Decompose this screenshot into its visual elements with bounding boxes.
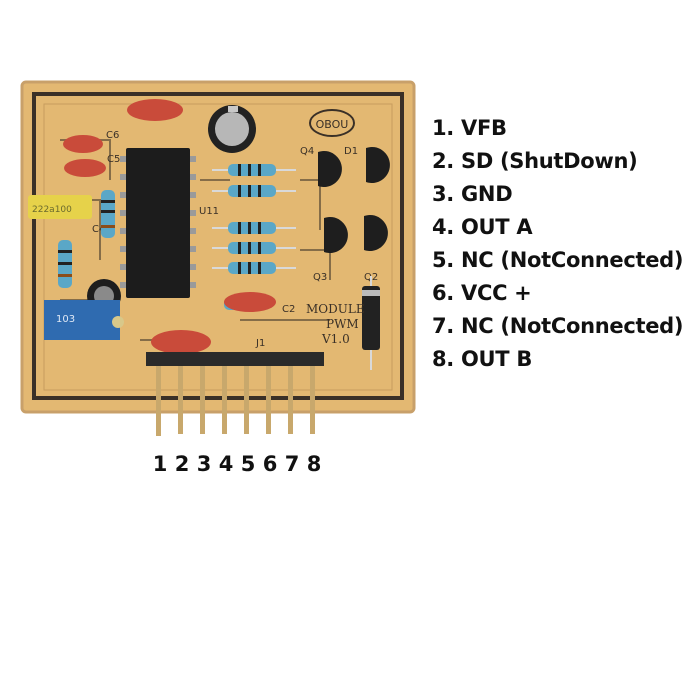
pin-number-7: 7 bbox=[284, 452, 300, 476]
potentiometer-screw bbox=[112, 316, 124, 328]
pin-label-6: 6. VCC + bbox=[432, 281, 532, 305]
label-module-line3: V1.0 bbox=[321, 332, 350, 346]
capacitor-c6 bbox=[63, 135, 103, 153]
capacitor-c5 bbox=[64, 159, 106, 177]
pin-header bbox=[146, 352, 324, 366]
pin-label-4: 4. OUT A bbox=[432, 215, 533, 239]
diode bbox=[362, 286, 380, 350]
potentiometer bbox=[44, 300, 120, 340]
label-u11: U11 bbox=[199, 206, 219, 217]
label-pot-value: 103 bbox=[56, 314, 75, 325]
pin-label-8: 8. OUT B bbox=[432, 347, 533, 371]
pin-label-3: 3. GND bbox=[432, 182, 513, 206]
resistor-band bbox=[58, 250, 72, 253]
pin-number-1: 1 bbox=[152, 452, 168, 476]
capacitor-c3 bbox=[151, 330, 211, 354]
logo-text: OBOU bbox=[316, 118, 349, 131]
label-module-line2: PWM bbox=[326, 317, 359, 331]
resistor-band bbox=[101, 225, 115, 228]
logo-mark bbox=[309, 109, 355, 137]
label-j1: J1 bbox=[255, 338, 265, 349]
pcb-inner-trace bbox=[43, 103, 393, 391]
ic-pins bbox=[120, 156, 196, 288]
resistor-leads bbox=[212, 169, 296, 269]
resistor-band bbox=[58, 274, 72, 277]
ic-chip bbox=[126, 148, 190, 298]
resistor-band bbox=[58, 262, 72, 265]
pin-label-7: 7. NC (NotConnected) bbox=[432, 314, 684, 338]
pcb-border-trace bbox=[32, 92, 404, 400]
electrolytic-capacitor-top-cap bbox=[215, 112, 249, 146]
pin-number-5: 5 bbox=[240, 452, 256, 476]
pin-number-4: 4 bbox=[218, 452, 234, 476]
resistor-vertical-1 bbox=[101, 190, 115, 238]
pin-description-list: 1. VFB 2. SD (ShutDown) 3. GND 4. OUT A … bbox=[432, 112, 683, 376]
pin-label-1: 1. VFB bbox=[432, 116, 507, 140]
transistors bbox=[318, 147, 390, 254]
label-q3: Q3 bbox=[313, 272, 327, 283]
pin-label-5: 5. NC (NotConnected) bbox=[432, 248, 684, 272]
pin-label-2: 2. SD (ShutDown) bbox=[432, 149, 638, 173]
film-capacitor bbox=[28, 195, 92, 219]
capacitor-c2 bbox=[224, 292, 276, 312]
pin-number-3: 3 bbox=[196, 452, 212, 476]
label-c5: C5 bbox=[107, 154, 120, 165]
pin-number-6: 6 bbox=[262, 452, 278, 476]
label-c6: C6 bbox=[106, 130, 119, 141]
header-pins bbox=[156, 366, 315, 436]
label-cap-value: 222a100 bbox=[32, 205, 72, 215]
capacitor-top bbox=[127, 99, 183, 121]
pin-number-8: 8 bbox=[306, 452, 322, 476]
pin-number-2: 2 bbox=[174, 452, 190, 476]
resistor-band bbox=[101, 210, 115, 213]
label-q4: Q4 bbox=[300, 146, 314, 157]
label-d1: D1 bbox=[344, 146, 358, 157]
label-module-line1: MODULE bbox=[306, 302, 365, 316]
label-c4: C4 bbox=[92, 224, 105, 235]
diode-band bbox=[362, 290, 380, 296]
label-c2: C2 bbox=[282, 304, 295, 315]
resistor-band bbox=[101, 200, 115, 203]
capacitor-marking bbox=[228, 106, 238, 112]
